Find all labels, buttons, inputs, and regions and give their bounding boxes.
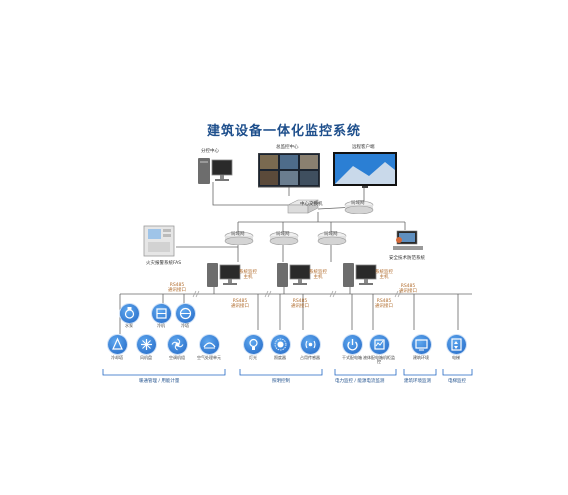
light-bulb-icon bbox=[244, 335, 263, 354]
rs485-interface-label: RS485 通讯接口 bbox=[399, 284, 417, 295]
air-handling-unit-icon bbox=[200, 335, 219, 354]
main-center-monitor-icon bbox=[258, 153, 320, 188]
lighting-icon-label: 占用传感器 bbox=[300, 355, 320, 360]
elevator-icon bbox=[447, 335, 466, 354]
hvac-top-icon-label: 冷塔 bbox=[181, 323, 189, 328]
monitoring-host-label: 系统监控 主机 bbox=[239, 270, 257, 281]
rs485-interface-label: RS485 通讯接口 bbox=[291, 299, 309, 310]
network-hub-label: 局域网 bbox=[351, 201, 365, 206]
power-icon-label: 干式配电箱 bbox=[342, 355, 362, 360]
network-hub-label: 局域网 bbox=[231, 232, 245, 237]
group-label-elevator: 电梯监控 bbox=[448, 379, 466, 384]
branch-center-computer-icon bbox=[198, 158, 233, 184]
cooling-tower-icon bbox=[176, 304, 195, 323]
main-center-label: 总监控中心 bbox=[276, 145, 299, 150]
occupancy-sensor-icon bbox=[301, 335, 320, 354]
hvac-top-icon-label: 水泵 bbox=[125, 323, 133, 328]
environment-icon-label: 建筑环境 bbox=[413, 355, 429, 360]
monitoring-host-label: 系统监控 主机 bbox=[309, 270, 327, 281]
hvac-top-icon-label: 冷机 bbox=[157, 323, 165, 328]
group-label-hvac: 暖通管理 / 用能计量 bbox=[139, 379, 180, 384]
chiller-icon bbox=[152, 304, 171, 323]
elevator-icon-label: 电梯 bbox=[452, 355, 460, 360]
remote-client-label: 远程客户端 bbox=[352, 145, 375, 150]
monitoring-host-computer-icon bbox=[207, 263, 241, 287]
security-system-label: 安全技术防范系统 bbox=[389, 256, 425, 261]
fire-system-label: 火灾报警系统FAS bbox=[146, 261, 182, 266]
diagram-title: 建筑设备一体化监控系统 bbox=[206, 124, 361, 139]
group-label-lighting: 照明控制 bbox=[272, 379, 290, 384]
lighting-icon-label: 照度器 bbox=[274, 355, 286, 360]
central-switch-icon bbox=[287, 199, 319, 214]
group-label-environment: 建筑环境监测 bbox=[404, 379, 431, 384]
group-label-power: 电力监控 / 能源电流监测 bbox=[335, 379, 385, 384]
fan-coil-icon bbox=[137, 335, 156, 354]
hvac-bottom-icon-label: 空调机组 bbox=[169, 355, 185, 360]
monitoring-host-computer-icon bbox=[277, 263, 311, 287]
security-workstation-icon bbox=[393, 230, 423, 250]
rs485-interface-label: RS485 通讯接口 bbox=[375, 299, 393, 310]
power-cabinet-monitor-icon bbox=[370, 335, 389, 354]
network-hub-icon bbox=[344, 200, 374, 214]
network-hub-icon bbox=[224, 231, 254, 245]
hvac-bottom-icon-label: 空气处理单元 bbox=[197, 355, 221, 360]
network-hub-label: 局域网 bbox=[276, 232, 290, 237]
rs485-interface-label: RS485 通讯接口 bbox=[168, 283, 186, 294]
remote-client-screen-icon bbox=[333, 152, 397, 188]
air-conditioner-unit-icon bbox=[168, 335, 187, 354]
monitoring-host-label: 系统监控 主机 bbox=[375, 270, 393, 281]
fire-alarm-cabinet-icon bbox=[143, 225, 175, 257]
network-hub-label: 局域网 bbox=[324, 232, 338, 237]
environment-monitor-icon bbox=[412, 335, 431, 354]
monitoring-host-computer-icon bbox=[343, 263, 377, 287]
power-icon-label: 液体配电箱机柜监控 bbox=[363, 355, 395, 365]
network-hub-icon bbox=[269, 231, 299, 245]
central-switch-label: 中心交换机 bbox=[300, 202, 323, 207]
network-hub-icon bbox=[317, 231, 347, 245]
branch-center-label: 分控中心 bbox=[201, 149, 219, 154]
lighting-icon-label: 灯光 bbox=[249, 355, 257, 360]
rs485-interface-label: RS485 通讯接口 bbox=[231, 299, 249, 310]
cooling-tower-unit-icon bbox=[108, 335, 127, 354]
power-switch-icon bbox=[343, 335, 362, 354]
hvac-bottom-icon-label: 冷却塔 bbox=[111, 355, 123, 360]
water-pump-icon bbox=[120, 304, 139, 323]
hvac-bottom-icon-label: 风机盘 bbox=[140, 355, 152, 360]
illuminance-sensor-icon bbox=[271, 335, 290, 354]
